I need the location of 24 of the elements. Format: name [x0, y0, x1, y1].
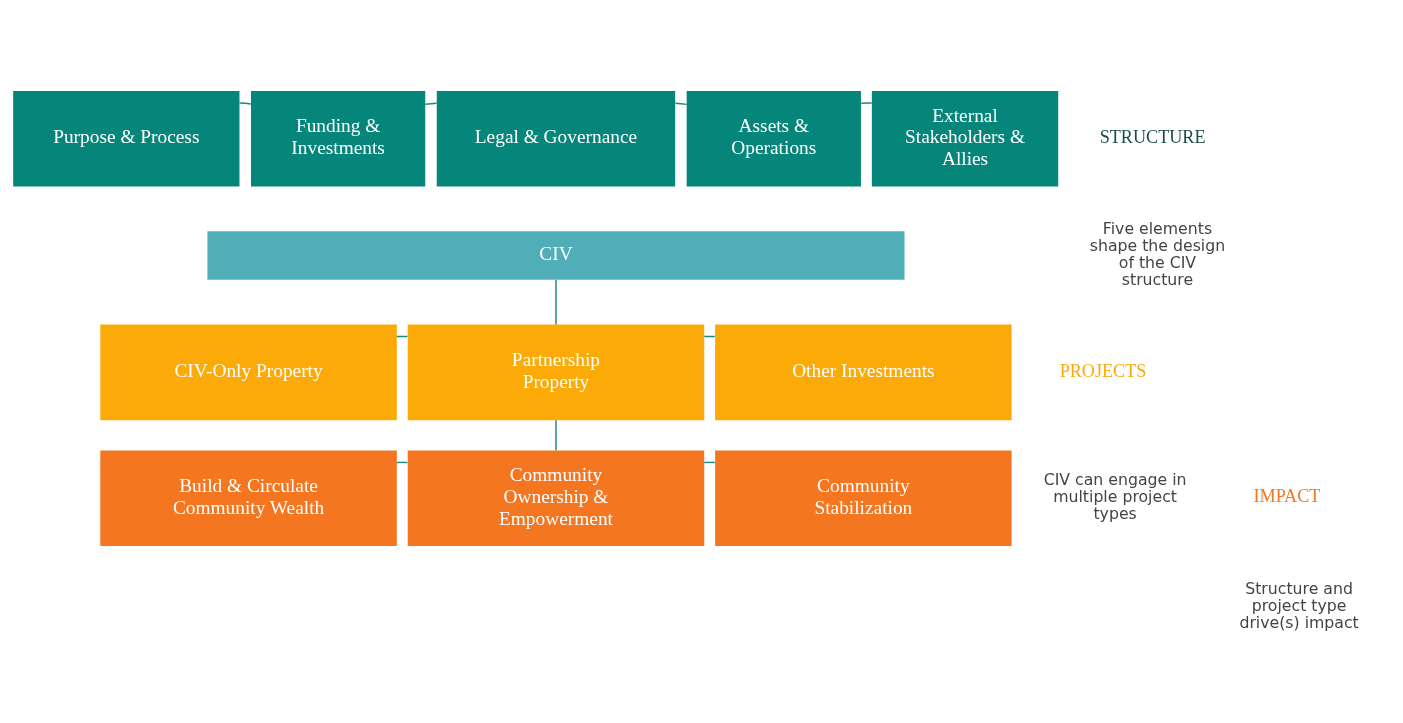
node-box: Legal & Governance	[436, 90, 676, 187]
connector	[555, 419, 557, 451]
label: Structure and project type drive(s) impact	[1239, 578, 1359, 632]
node-box: Community Stabilization	[715, 450, 1012, 546]
node-box: Funding & Investments	[251, 90, 426, 187]
label: STRUCTURE	[1099, 127, 1206, 147]
node-box: Community Ownership & Empowerment	[407, 450, 705, 546]
node-box: CIV-Only Property	[100, 324, 397, 421]
node-box: CIV	[207, 231, 905, 280]
node-box: Build & Circulate Community Wealth	[100, 450, 397, 546]
connector	[674, 102, 688, 106]
connector	[860, 102, 873, 104]
connector	[424, 102, 438, 106]
node-box: Other Investments	[715, 324, 1012, 421]
label: IMPACT	[1253, 486, 1321, 507]
label: PROJECTS	[1059, 360, 1147, 381]
node-box: External Stakeholders & Allies	[871, 90, 1059, 187]
node-box: Purpose & Process	[13, 90, 240, 187]
node-box: Partnership Property	[407, 324, 705, 421]
connector	[238, 102, 252, 105]
connector	[555, 279, 557, 326]
label: CIV can engage in multiple project types	[1043, 470, 1187, 524]
label: Five elements shape the design of the CIV structure	[1089, 219, 1226, 290]
node-box: Assets & Operations	[686, 90, 861, 187]
